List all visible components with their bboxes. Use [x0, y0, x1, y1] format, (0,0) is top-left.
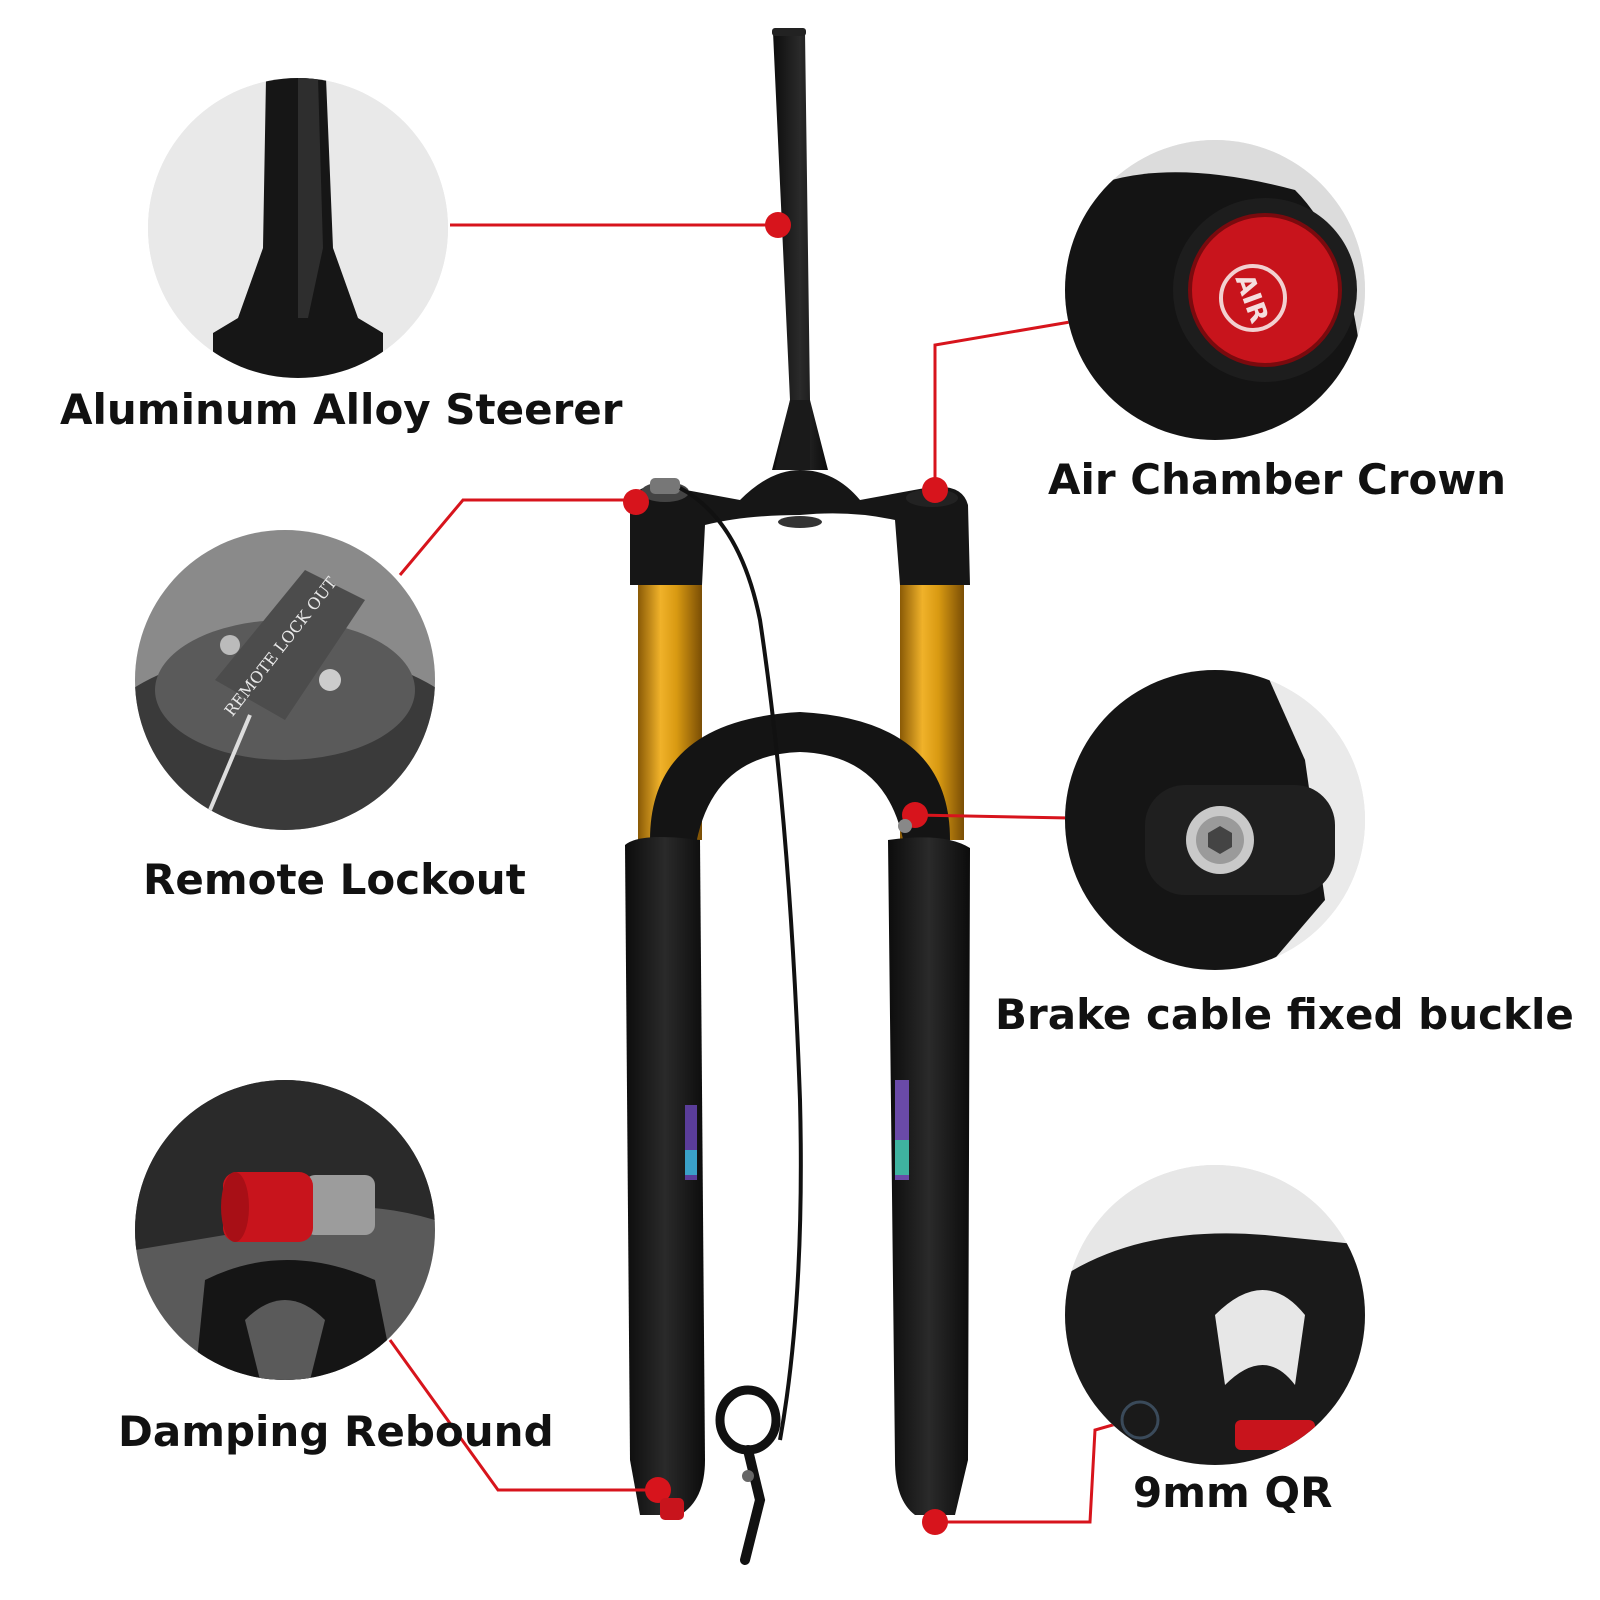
marker-steerer — [765, 212, 791, 238]
leader-air-crown — [933, 320, 1071, 485]
label-qr: 9mm QR — [1133, 1468, 1333, 1517]
remote-lever-clamp — [715, 1385, 781, 1455]
leader-damping — [388, 1339, 655, 1492]
marker-remote-lockout — [623, 489, 649, 515]
detail-qr-photo — [1065, 1165, 1365, 1465]
fork-arch — [650, 712, 950, 850]
label-remote-lockout: Remote Lockout — [143, 855, 526, 904]
fork-crown — [630, 470, 970, 585]
marker-damping — [645, 1477, 671, 1503]
right-lower-leg — [888, 837, 970, 1515]
marker-qr — [922, 1509, 948, 1535]
detail-remote-lockout-photo: REMOTE LOCK OUT — [135, 530, 435, 830]
steerer-tube — [772, 32, 828, 470]
left-lower-leg — [625, 836, 705, 1515]
label-steerer: Aluminum Alloy Steerer — [60, 385, 623, 434]
label-damping: Damping Rebound — [118, 1407, 554, 1456]
label-brake-buckle: Brake cable fixed buckle — [995, 990, 1574, 1039]
remote-cable — [679, 486, 803, 1441]
detail-steerer-photo — [148, 78, 448, 378]
leader-remote-lockout — [398, 498, 630, 576]
detail-air-crown-photo: AIR — [1065, 140, 1365, 440]
detail-brake-buckle-photo — [1065, 670, 1365, 970]
air-valve-ring — [1219, 264, 1287, 332]
leader-brake-buckle — [914, 813, 1071, 820]
label-air-crown: Air Chamber Crown — [1048, 455, 1507, 504]
marker-air-crown — [922, 477, 948, 503]
detail-damping-photo — [135, 1080, 435, 1380]
